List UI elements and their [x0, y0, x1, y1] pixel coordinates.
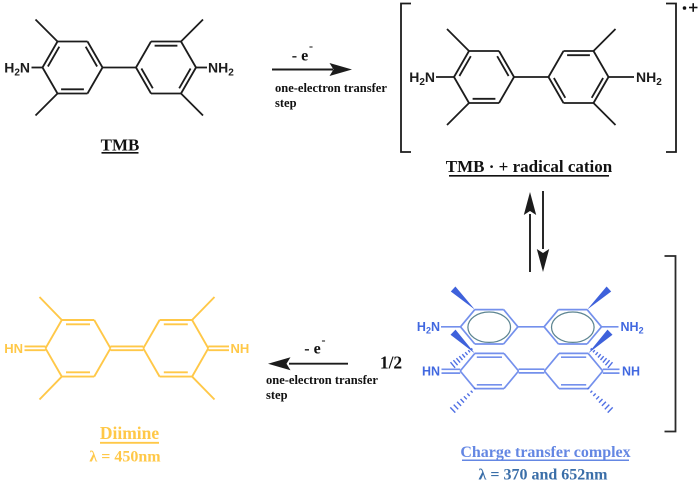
svg-text:step: step — [266, 388, 288, 402]
svg-text:one-electron transfer: one-electron transfer — [266, 373, 378, 387]
svg-text:Diimine: Diimine — [100, 423, 160, 443]
svg-text:TMB: TMB — [101, 136, 140, 155]
svg-text:H2N: H2N — [4, 60, 30, 79]
svg-text:NH2: NH2 — [636, 69, 662, 88]
svg-text:one-electron transfer: one-electron transfer — [275, 81, 387, 95]
svg-text:step: step — [275, 96, 297, 110]
svg-text:-: - — [309, 39, 313, 53]
svg-text:NH2: NH2 — [621, 320, 644, 336]
svg-text:NH2: NH2 — [208, 60, 234, 79]
svg-text:-: - — [322, 333, 326, 347]
svg-text:λ = 370 and 652nm: λ = 370 and 652nm — [479, 467, 609, 484]
svg-text:Charge transfer complex: Charge transfer complex — [460, 444, 630, 461]
svg-text:NH: NH — [622, 365, 640, 379]
svg-text:HN: HN — [4, 341, 23, 356]
svg-text:1/2: 1/2 — [380, 353, 402, 373]
svg-text:λ = 450nm: λ = 450nm — [89, 449, 161, 466]
svg-text:H2N: H2N — [409, 69, 435, 88]
svg-text:H2N: H2N — [417, 320, 440, 336]
svg-text:- e: - e — [304, 341, 320, 358]
svg-text:HN: HN — [422, 365, 440, 379]
svg-text:- e: - e — [292, 48, 308, 65]
svg-text:TMB · + radical cation: TMB · + radical cation — [446, 157, 613, 176]
svg-text:NH: NH — [231, 341, 250, 356]
